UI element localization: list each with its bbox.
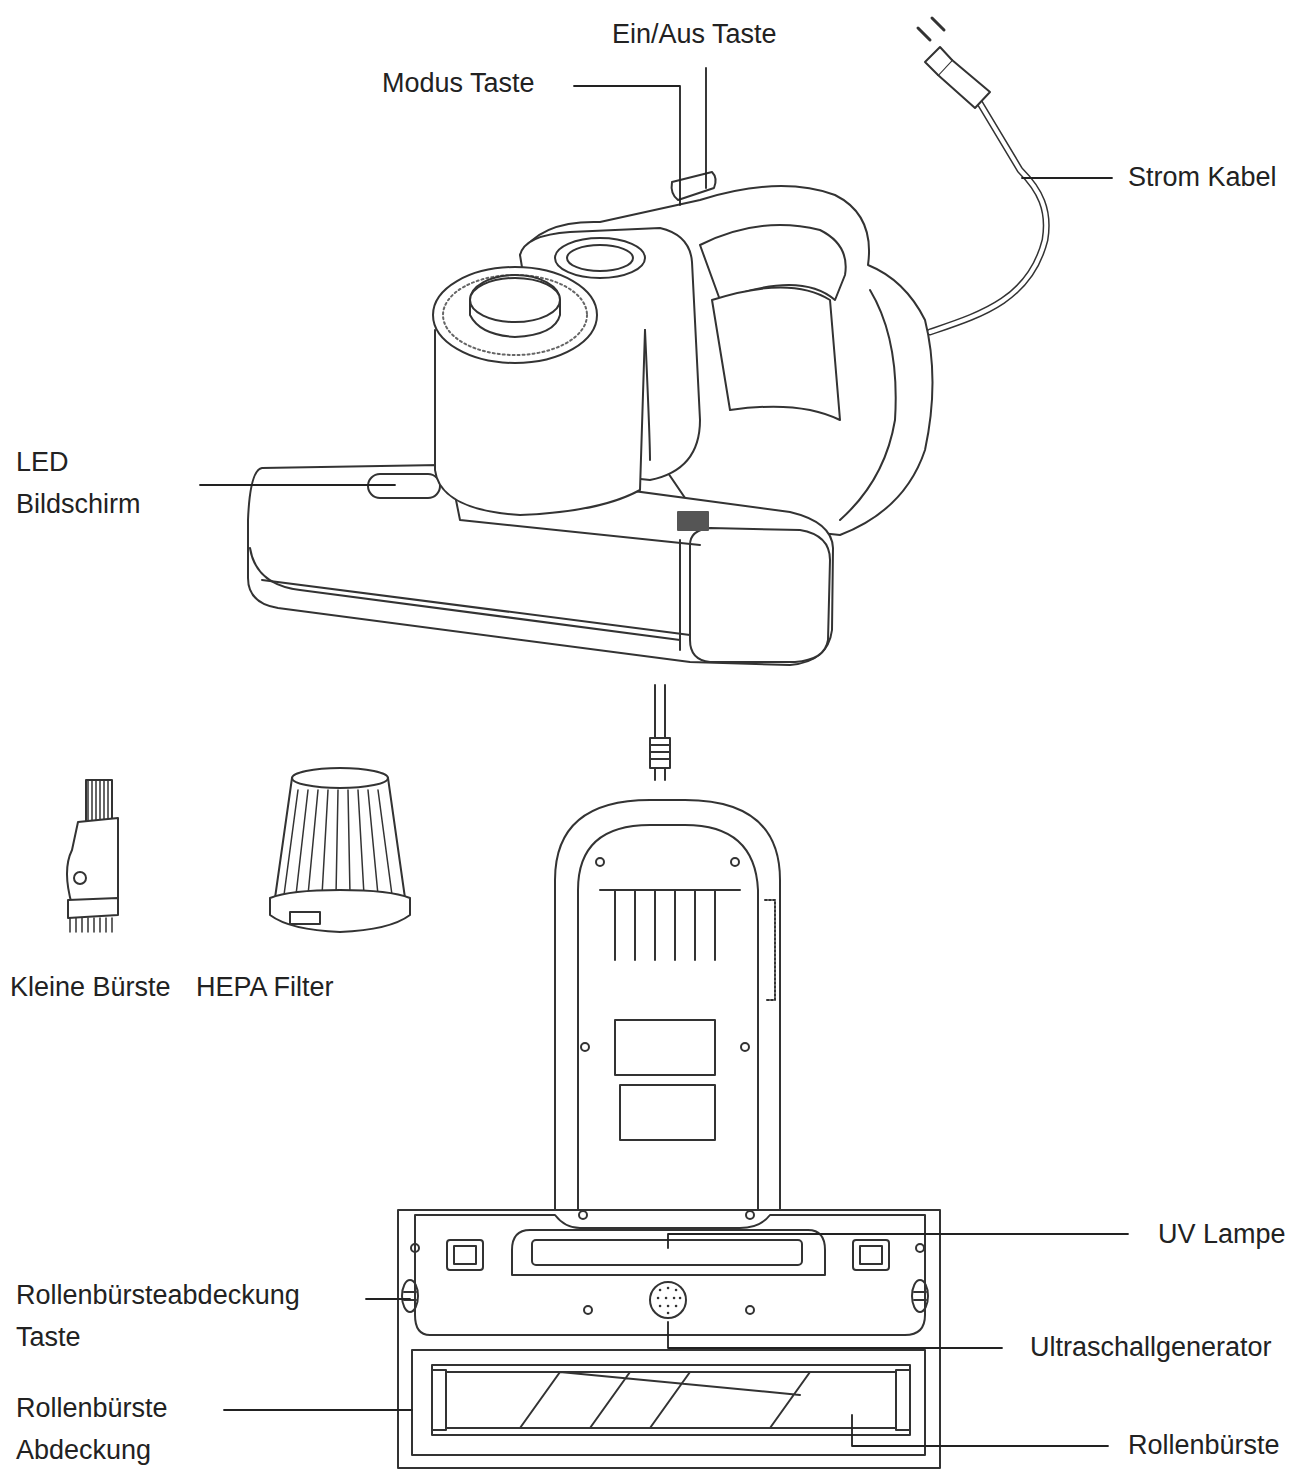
part-label: HEPA Filter — [196, 966, 386, 1008]
part-label: Rollenbürste — [1128, 1424, 1304, 1466]
small-brush — [67, 780, 118, 932]
part-label: Strom Kabel — [1128, 156, 1304, 198]
leader-lines — [200, 68, 1128, 1446]
part-label: Modus Taste — [382, 62, 622, 104]
part-label: Rollenbürsteabdeckung Taste — [16, 1274, 356, 1358]
part-label: Rollenbürste Abdeckung — [16, 1387, 216, 1471]
device-top-view — [248, 18, 1046, 665]
part-label: Kleine Bürste — [10, 966, 210, 1008]
part-label: Ultraschallgenerator — [1030, 1326, 1304, 1368]
part-label: Ein/Aus Taste — [612, 13, 872, 55]
part-label: UV Lampe — [1158, 1213, 1304, 1255]
device-bottom-view — [398, 685, 940, 1468]
hepa-filter — [270, 768, 410, 932]
part-label: LED Bildschirm — [16, 441, 156, 525]
